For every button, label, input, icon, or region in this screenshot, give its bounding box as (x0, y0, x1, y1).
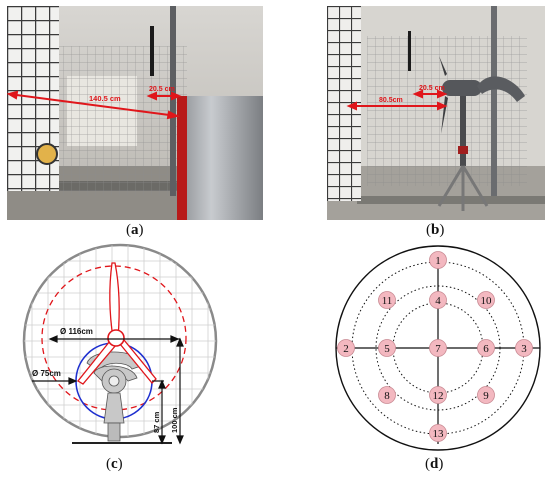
dim-a-distance: 140.5 cm (89, 94, 121, 103)
panel-c-drawing: Ø 116cm Ø 75cm 87 cm 100 cm (22, 243, 218, 445)
measurement-point-10: 10 (477, 291, 495, 309)
svg-text:11: 11 (382, 295, 393, 307)
dim-b-offset: 20.5 cm (419, 85, 445, 92)
measurement-point-13: 13 (429, 424, 447, 442)
dim-c-total-height: 100 cm (170, 407, 179, 433)
svg-text:5: 5 (384, 343, 390, 355)
svg-text:3: 3 (521, 343, 527, 355)
measurement-point-7: 7 (429, 339, 447, 357)
measurement-point-2: 2 (337, 339, 355, 357)
caption-d: (d) (425, 456, 444, 472)
measurement-point-12: 12 (429, 386, 447, 404)
dim-a-offset: 20.5 cm (149, 86, 175, 93)
svg-text:4: 4 (435, 295, 441, 307)
dim-c-hub-height: 87 cm (152, 411, 161, 433)
dim-b-distance: 80.5cm (379, 97, 403, 104)
caption-b: (b) (426, 222, 445, 238)
svg-text:7: 7 (435, 343, 441, 355)
measurement-point-5: 5 (378, 339, 396, 357)
measurement-point-6: 6 (477, 339, 495, 357)
measurement-point-8: 8 (378, 386, 396, 404)
svg-text:13: 13 (433, 428, 445, 440)
measurement-point-4: 4 (429, 291, 447, 309)
dim-c-rotor-diameter: Ø 116cm (60, 327, 93, 336)
svg-text:2: 2 (343, 343, 349, 355)
panel-a-photo: 140.5 cm 20.5 cm (7, 6, 263, 220)
svg-text:9: 9 (483, 390, 489, 402)
svg-text:8: 8 (384, 390, 390, 402)
measurement-point-9: 9 (477, 386, 495, 404)
svg-text:1: 1 (435, 255, 441, 267)
measurement-point-11: 11 (378, 291, 396, 309)
caption-a: (a) (126, 222, 144, 238)
svg-text:12: 12 (433, 390, 444, 402)
panel-b-photo: 80.5cm 20.5 cm (327, 6, 545, 220)
measurement-point-3: 3 (515, 339, 533, 357)
measurement-point-1: 1 (429, 251, 447, 269)
svg-text:10: 10 (481, 295, 493, 307)
svg-text:6: 6 (483, 343, 489, 355)
dim-c-nozzle-diameter: Ø 75cm (32, 369, 61, 378)
caption-c: (c) (106, 456, 123, 472)
